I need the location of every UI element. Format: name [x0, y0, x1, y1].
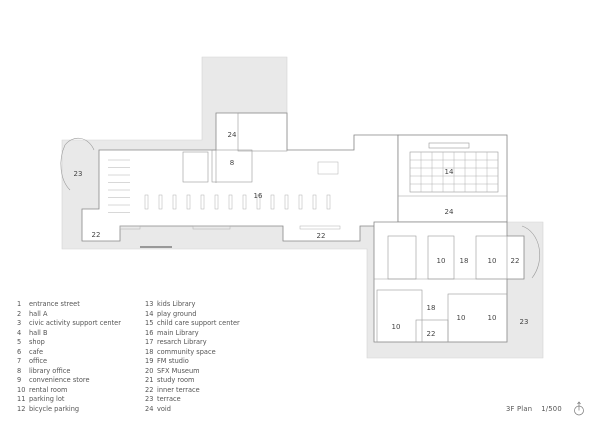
legend-label: void: [157, 405, 171, 414]
bookshelf: [228, 194, 233, 210]
bookshelf: [242, 194, 247, 210]
legend-label: FM studio: [157, 357, 189, 366]
bookshelf: [312, 194, 317, 210]
room-label-void: 24: [228, 131, 237, 139]
room-label-inner-terrace: 22: [317, 232, 326, 240]
main-library-block: [81, 112, 399, 242]
bookshelf: [270, 194, 275, 210]
legend-label: bicycle parking: [29, 405, 80, 414]
north-arrow-icon: [574, 401, 584, 416]
room-label-community-space: 18: [460, 257, 469, 265]
room-label-rental-room: 10: [488, 257, 497, 265]
room-label-inner-terrace: 22: [427, 330, 436, 338]
legend-label: community space: [157, 347, 216, 356]
legend-label: child care support center: [157, 319, 240, 328]
bookshelf: [284, 194, 289, 210]
bookshelf: [158, 194, 163, 210]
bookshelf: [256, 194, 261, 210]
legend-label: civic activity support center: [29, 319, 121, 328]
room-label-main-library: 16: [254, 192, 263, 200]
legend-label: play ground: [157, 309, 197, 318]
legend-label: hall A: [29, 309, 48, 318]
plan-name: 3F Plan: [506, 405, 533, 413]
bookshelf: [144, 194, 149, 210]
bookshelf: [214, 194, 219, 210]
room-label-rental-room: 10: [488, 314, 497, 322]
legend-label: office: [29, 357, 48, 366]
legend-label: rental room: [29, 385, 68, 394]
bookshelf: [200, 194, 205, 210]
legend-label: main Library: [157, 328, 199, 337]
bookshelf: [172, 194, 177, 210]
room-label-inner-terrace: 22: [511, 257, 520, 265]
legend-label: parking lot: [29, 395, 65, 404]
legend-label: library office: [29, 366, 71, 375]
legend-label: hall B: [29, 328, 48, 337]
bookshelf: [186, 194, 191, 210]
room-label-community-space: 18: [427, 304, 436, 312]
legend-label: inner terrace: [157, 385, 200, 394]
legend-label: shop: [29, 338, 45, 347]
legend-label: convenience store: [29, 376, 90, 385]
plan-scale: 1/500: [541, 405, 562, 413]
bookshelf: [298, 194, 303, 210]
legend-label: terrace: [157, 395, 181, 404]
legend-label: SFX Museum: [157, 366, 200, 375]
bookshelf: [326, 194, 331, 210]
furniture: [108, 152, 498, 248]
room-label-rental-room: 10: [437, 257, 446, 265]
legend-label: entrance street: [29, 300, 80, 308]
legend-label: cafe: [29, 347, 44, 356]
room-label-terrace: 23: [520, 318, 529, 326]
legend-label: study room: [157, 376, 195, 385]
legend-label: resarch Library: [157, 338, 207, 347]
upper-right-block: [397, 134, 508, 223]
room-label-library-office: 8: [230, 159, 234, 167]
legend-label: kids Library: [157, 300, 196, 308]
plan-title: 3F Plan 1/500: [506, 405, 571, 413]
room-label-inner-terrace: 22: [92, 231, 101, 239]
room-label-void: 24: [445, 208, 454, 216]
room-label-terrace: 23: [74, 170, 83, 178]
room-label-play-ground: 14: [445, 168, 454, 176]
room-label-rental-room: 10: [457, 314, 466, 322]
room-label-rental-room: 10: [392, 323, 401, 331]
